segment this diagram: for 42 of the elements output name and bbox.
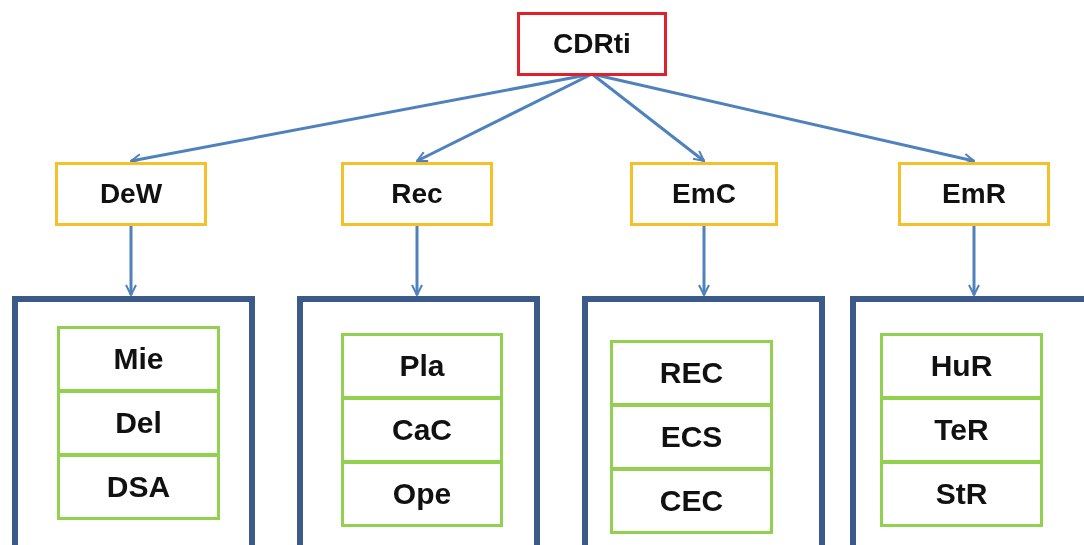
- root-box: [517, 12, 667, 76]
- node-label: Ope: [392, 477, 452, 511]
- item-box: [880, 397, 1043, 463]
- category-box: [55, 162, 207, 226]
- item-box: [57, 326, 220, 392]
- item-box: [341, 461, 503, 527]
- item-box: [610, 340, 773, 406]
- node-label: HuR: [930, 349, 993, 383]
- node-label: EmR: [942, 178, 1006, 210]
- arrow: [698, 226, 710, 296]
- item-box: [57, 454, 220, 520]
- node-label: DSA: [106, 470, 171, 504]
- node-label: CaC: [392, 413, 452, 447]
- item-box: [57, 390, 220, 456]
- node-label: EmC: [672, 178, 736, 210]
- node-label: DeW: [99, 178, 163, 210]
- category-box: [341, 162, 493, 226]
- group-panel: [850, 296, 1084, 545]
- node-label: StR: [935, 477, 988, 511]
- item-box: [341, 397, 503, 463]
- item-box: [341, 333, 503, 399]
- node-label: Pla: [399, 349, 445, 383]
- group-panel: [582, 296, 825, 545]
- group-panel: [297, 296, 540, 545]
- arrow: [411, 226, 423, 296]
- arrow: [968, 226, 980, 296]
- node-label: ECS: [660, 420, 723, 454]
- category-box: [898, 162, 1050, 226]
- group-panel: [12, 296, 255, 545]
- node-label: Del: [115, 406, 162, 440]
- node-label: REC: [659, 356, 724, 390]
- node-label: Mie: [113, 342, 164, 376]
- node-label: Rec: [391, 178, 443, 210]
- item-box: [880, 333, 1043, 399]
- arrow: [125, 226, 137, 296]
- item-box: [880, 461, 1043, 527]
- category-box: [630, 162, 778, 226]
- node-label: CEC: [659, 484, 724, 518]
- node-label: CDRti: [553, 28, 631, 60]
- node-label: TeR: [934, 413, 989, 447]
- item-box: [610, 468, 773, 534]
- item-box: [610, 404, 773, 470]
